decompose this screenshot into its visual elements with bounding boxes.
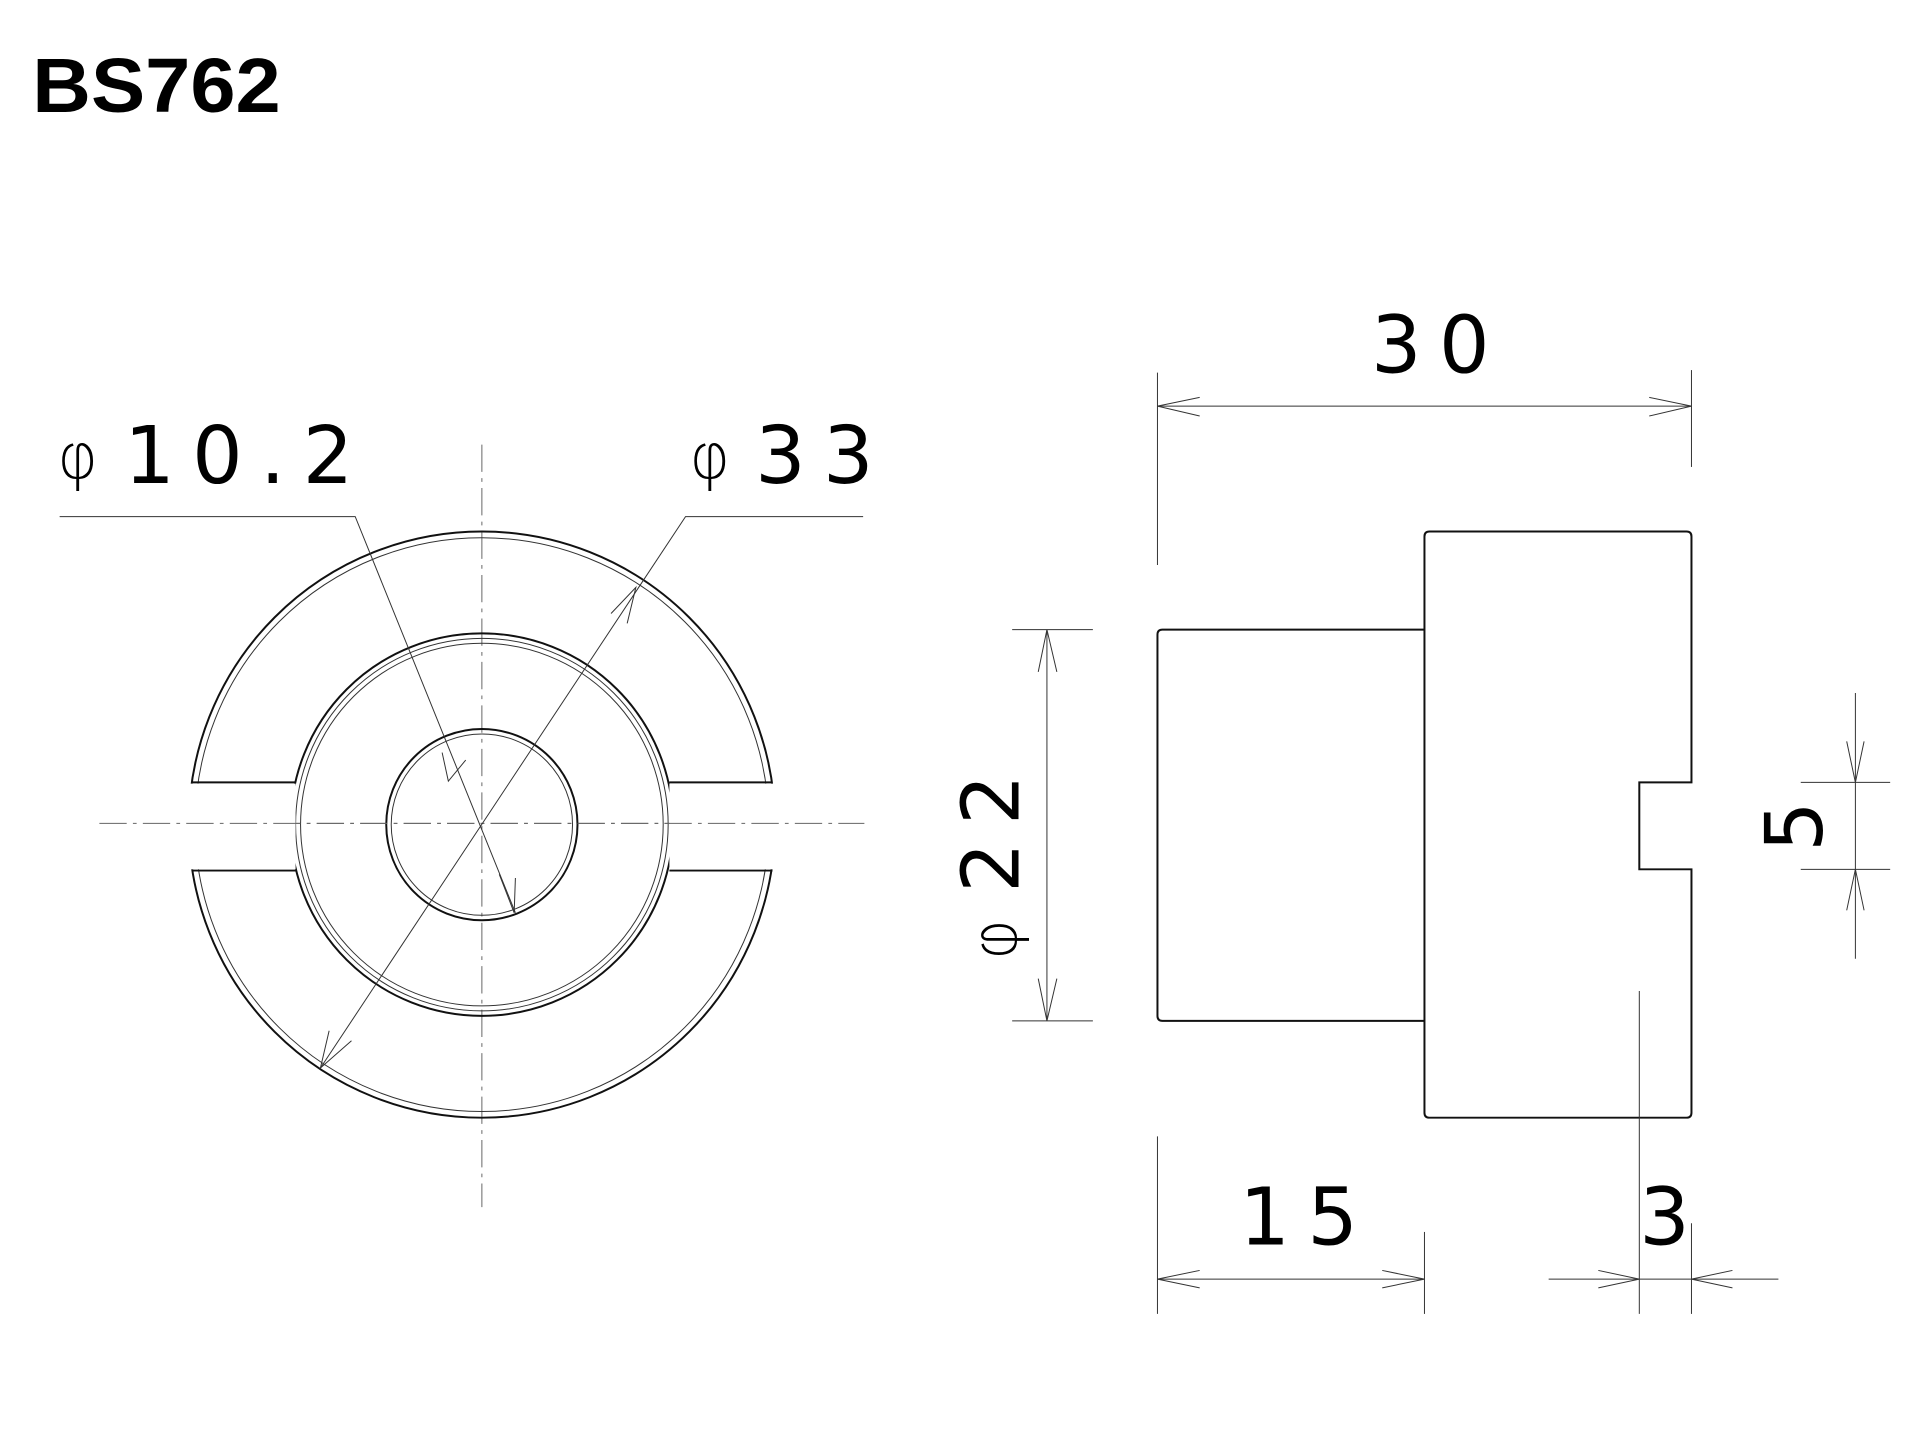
inner-diameter-label: 10.2 [124,409,370,502]
right-slot-mask [669,783,779,870]
inner-diameter-arrow-bottom [498,874,516,913]
overall-length-label: 30 [1371,299,1507,392]
slot-width-label: 5 [1748,784,1841,852]
inner-diameter-arrow-top [441,752,467,783]
bore-circle-edge [390,733,574,916]
diameter-symbol-shaft: φ [958,919,1031,960]
front-view: φ 10.2 φ 33 [57,409,891,1208]
head-outline [1423,530,1693,1119]
middle-circle-edge-inner [300,642,664,1007]
dim-22-arrow-top [1037,629,1058,672]
inner-diameter-leader [59,516,516,913]
diameter-symbol-inner: φ [57,420,98,493]
slot-depth-label: 3 [1639,1170,1707,1263]
dim-15-arrow-left [1157,1269,1200,1289]
outer-diameter-arrow-top [610,585,637,624]
shaft-length-label: 15 [1239,1170,1375,1263]
part-number-title: BS762 [32,43,280,129]
dim-3-arrow-left [1598,1269,1640,1289]
dim-30-arrow-right [1649,396,1692,417]
bore-circle [385,727,579,922]
diameter-symbol-outer: φ [689,420,730,493]
outer-diameter-arrow-bottom [319,1030,352,1070]
shaft-diameter-label: 22 [944,757,1037,893]
side-view: 30 φ 22 5 15 3 [944,299,1891,1314]
shaft-outline [1156,628,1425,1022]
outer-diameter-label: 33 [755,409,891,502]
left-slot-mask [186,783,296,870]
dim-5-arrow-top [1846,741,1865,783]
outer-diameter-leader [320,516,864,1069]
dim-15-arrow-right [1382,1269,1425,1289]
dim-5-arrow-bottom [1846,869,1865,911]
dim-22-arrow-bottom [1037,978,1058,1021]
dim-30-arrow-left [1157,396,1200,417]
dim-3-arrow-right [1691,1269,1733,1289]
